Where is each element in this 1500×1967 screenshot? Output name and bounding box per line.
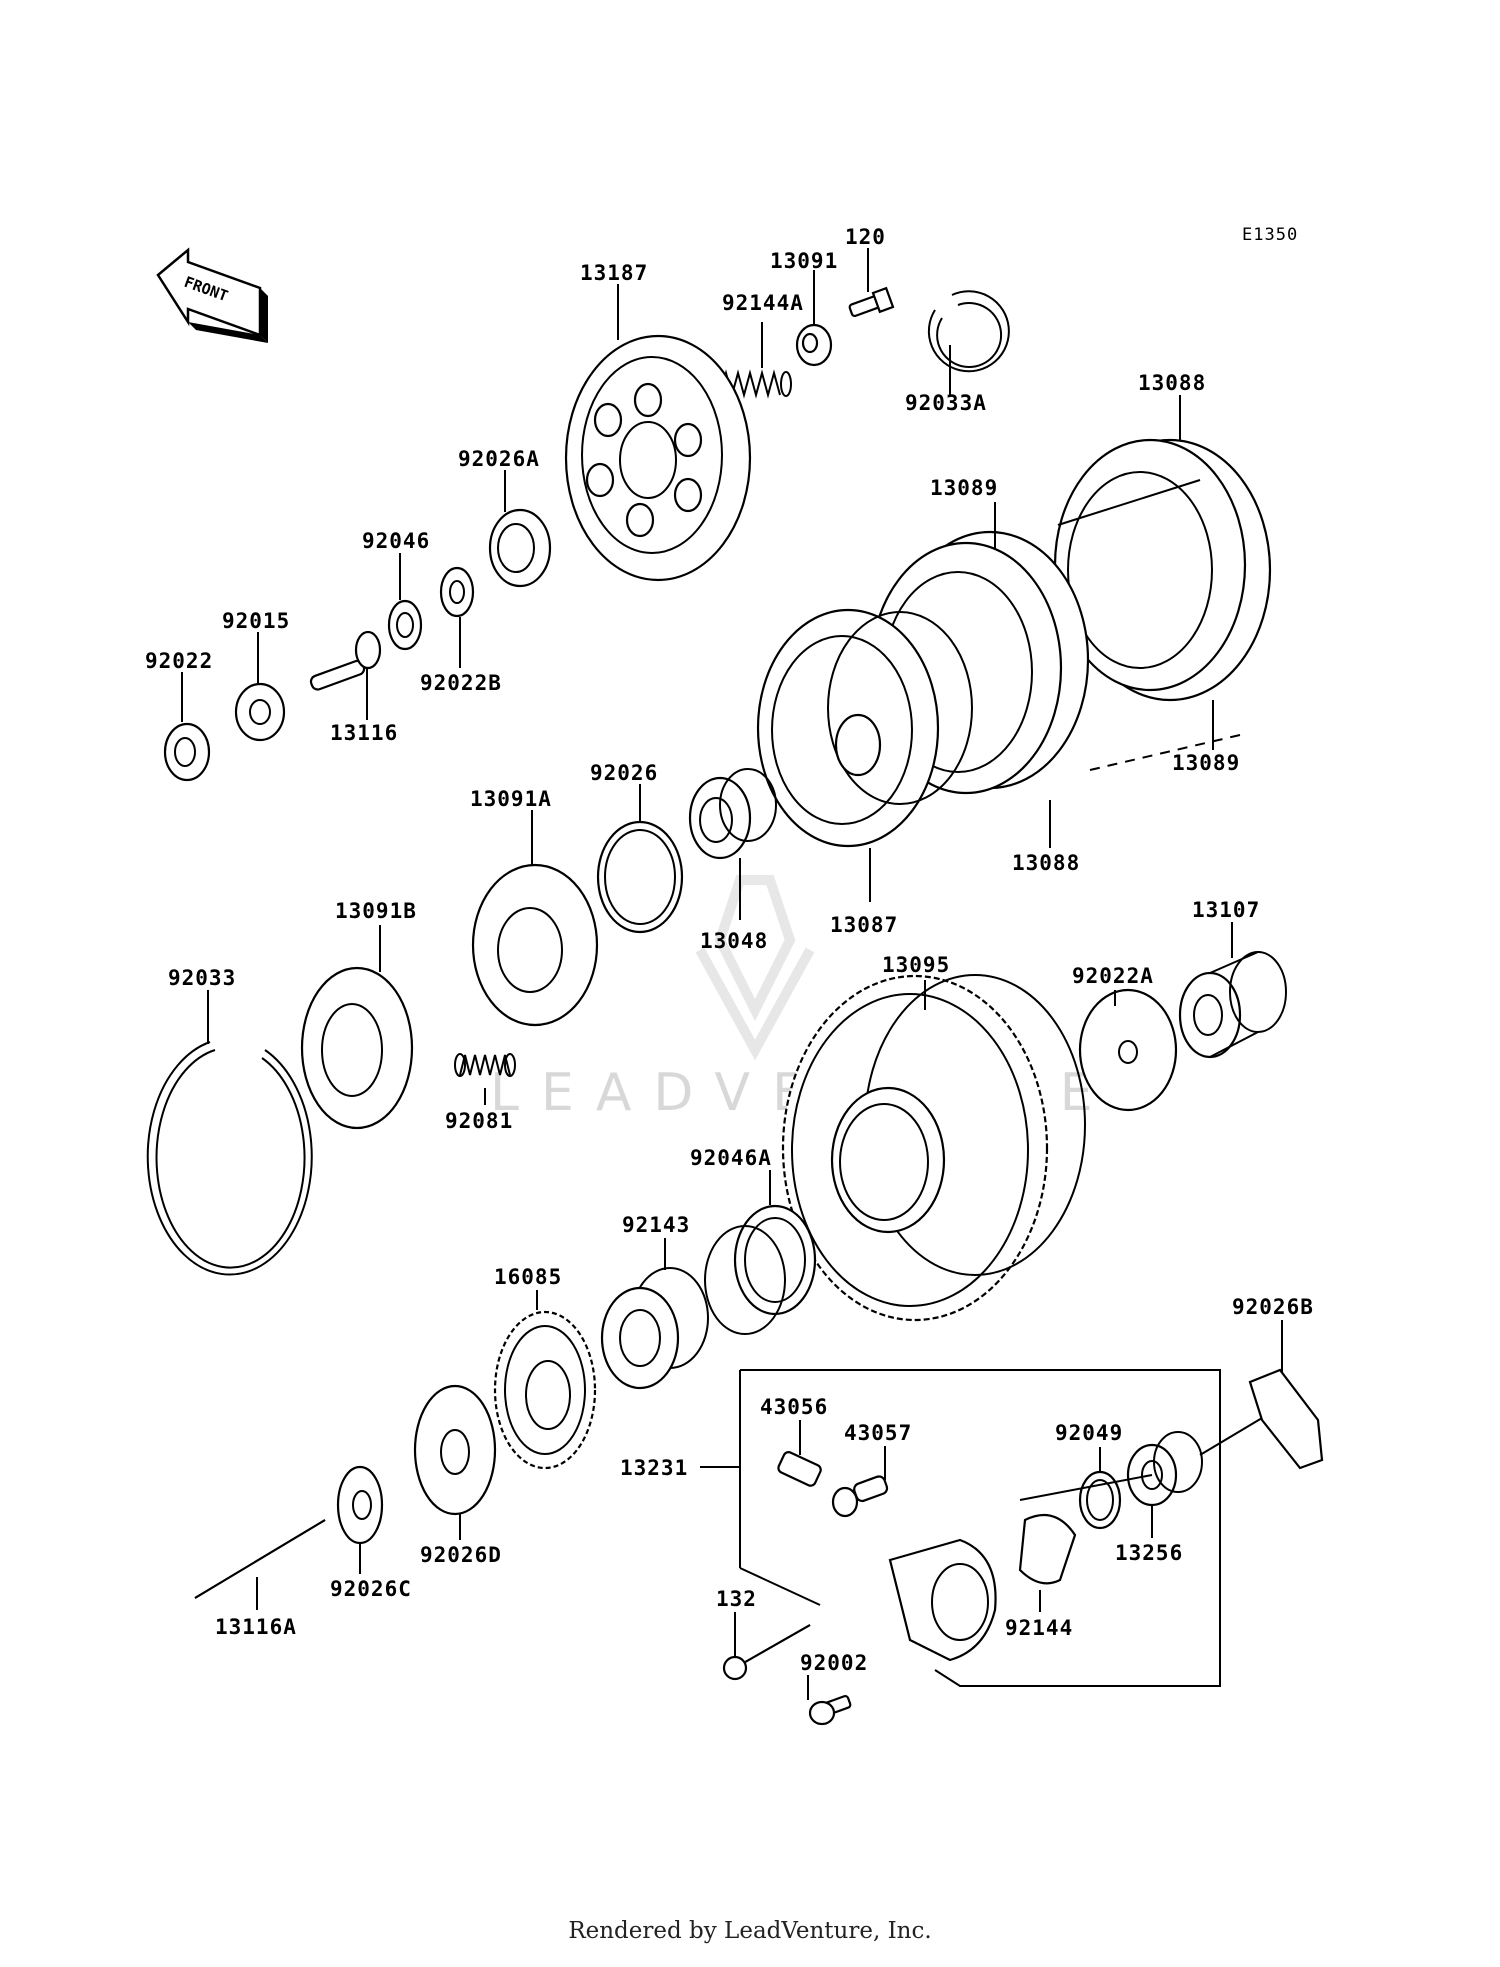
part-92046A-needle-bearing [704, 1204, 817, 1335]
part-132-bolt [722, 1624, 811, 1681]
front-arrow-icon: FRONT [156, 247, 268, 343]
label-13116[interactable]: 13116 [330, 721, 398, 745]
label-92046A[interactable]: 92046A [690, 1146, 772, 1170]
footer-credit: Rendered by LeadVenture, Inc. [568, 1918, 932, 1944]
label-13087[interactable]: 13087 [830, 913, 898, 937]
part-92026B-gasket [1248, 1368, 1324, 1470]
label-92002[interactable]: 92002 [800, 1651, 868, 1675]
part-13091A-holder [471, 863, 599, 1027]
label-92081[interactable]: 92081 [445, 1109, 513, 1133]
label-92033A[interactable]: 92033A [905, 391, 987, 415]
label-13107[interactable]: 13107 [1192, 898, 1260, 922]
label-92026A[interactable]: 92026A [458, 447, 540, 471]
part-13087-clutch-hub [756, 608, 973, 848]
part-92026A-collar [488, 508, 552, 588]
label-92022B[interactable]: 92022B [420, 671, 502, 695]
part-120-bolt [848, 286, 895, 318]
label-120[interactable]: 120 [845, 225, 886, 249]
label-13187[interactable]: 13187 [580, 261, 648, 285]
label-13091B[interactable]: 13091B [335, 899, 417, 923]
part-92022B-washer [439, 566, 475, 618]
label-92144[interactable]: 92144 [1005, 1616, 1073, 1640]
part-92046-bearing [387, 599, 423, 651]
label-92049[interactable]: 92049 [1055, 1421, 1123, 1445]
part-92026-ring [596, 820, 684, 934]
part-92026D-washer [413, 1384, 497, 1516]
label-43057[interactable]: 43057 [844, 1421, 912, 1445]
part-13048-hub [688, 768, 777, 860]
part-13107-sleeve [1178, 951, 1287, 1059]
label-13088-bottom[interactable]: 13088 [1012, 851, 1080, 875]
watermark-logo [695, 875, 815, 1061]
label-92026B[interactable]: 92026B [1232, 1295, 1314, 1319]
part-13091B-plate [300, 966, 414, 1130]
label-92026[interactable]: 92026 [590, 761, 658, 785]
part-13091-nut [795, 323, 833, 367]
label-13091A[interactable]: 13091A [470, 787, 552, 811]
part-13116A-rod [194, 1519, 326, 1599]
part-43057-cap [831, 1475, 889, 1518]
part-13187-pressure-plate [564, 334, 752, 582]
label-92046[interactable]: 92046 [362, 529, 430, 553]
part-92026C-washer [336, 1465, 384, 1545]
label-13095[interactable]: 13095 [882, 953, 950, 977]
part-92022A-washer [1078, 988, 1178, 1112]
part-43056-bleeder [777, 1451, 822, 1487]
part-92015-nut [234, 682, 286, 742]
label-92026C[interactable]: 92026C [330, 1577, 412, 1601]
part-13095-clutch-housing [781, 974, 1086, 1322]
label-92022[interactable]: 92022 [145, 649, 213, 673]
part-92144-spring [1018, 1513, 1077, 1585]
label-92033[interactable]: 92033 [168, 966, 236, 990]
label-13116A[interactable]: 13116A [215, 1615, 297, 1639]
label-13089-top[interactable]: 13089 [930, 476, 998, 500]
part-13116-push-rod [309, 630, 382, 691]
label-13256[interactable]: 13256 [1115, 1541, 1183, 1565]
part-92033A-circlip [927, 290, 1010, 373]
part-92143-collar [600, 1267, 709, 1390]
subassembly-13231-box [700, 1369, 1221, 1687]
part-16085-gear [493, 1310, 597, 1470]
label-13048[interactable]: 13048 [700, 929, 768, 953]
label-13091[interactable]: 13091 [770, 249, 838, 273]
part-92033-circlip [146, 1041, 313, 1276]
label-13089-bottom[interactable]: 13089 [1172, 751, 1240, 775]
label-92144A[interactable]: 92144A [722, 291, 804, 315]
label-92015[interactable]: 92015 [222, 609, 290, 633]
diagram-code: E1350 [1242, 225, 1298, 245]
leader-lines [181, 248, 1283, 1700]
label-13231[interactable]: 13231 [620, 1456, 688, 1480]
part-92022-washer [163, 722, 211, 782]
label-16085[interactable]: 16085 [494, 1265, 562, 1289]
part-13256-piston [1126, 1431, 1203, 1507]
part-92049-seal [1078, 1470, 1122, 1530]
label-92022A[interactable]: 92022A [1072, 964, 1154, 988]
label-92026D[interactable]: 92026D [420, 1543, 502, 1567]
part-13231-slave-cylinder [888, 1538, 997, 1662]
label-13088-top[interactable]: 13088 [1138, 371, 1206, 395]
label-43056[interactable]: 43056 [760, 1395, 828, 1419]
label-132[interactable]: 132 [716, 1587, 757, 1611]
part-92081-spring [454, 1053, 516, 1077]
part-92002-bolt [808, 1694, 852, 1726]
label-92143[interactable]: 92143 [622, 1213, 690, 1237]
part-labels: 120 13091 92144A 13187 92033A 13088 1308… [145, 225, 1314, 1675]
